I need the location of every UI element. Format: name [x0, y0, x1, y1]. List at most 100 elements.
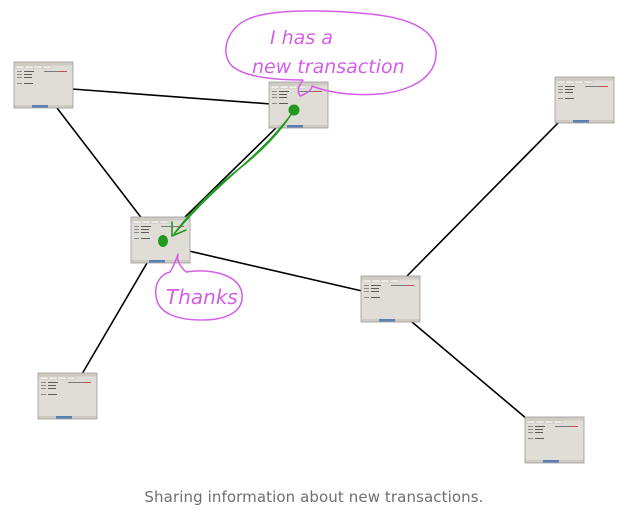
window-text-line — [528, 432, 533, 433]
window-frame — [360, 275, 421, 323]
nodes — [13, 61, 615, 464]
window-tab — [583, 80, 593, 84]
window-frame — [554, 76, 615, 124]
window-text-line — [364, 291, 369, 292]
window-text-line — [528, 426, 533, 427]
window-text-line — [48, 382, 58, 383]
receiver-dot — [158, 235, 168, 247]
window-menubar — [269, 82, 328, 86]
window-text-line — [391, 285, 413, 286]
window-text-line — [364, 285, 369, 286]
window-text-line — [141, 229, 149, 230]
window-tab — [574, 80, 584, 84]
window-status-indicator — [543, 460, 559, 463]
window-text-line — [141, 232, 149, 233]
window-menubar — [555, 77, 614, 81]
window-text-line — [272, 97, 277, 98]
node-f-window — [360, 275, 421, 323]
arrow-shaft — [173, 112, 293, 235]
window-text-line — [570, 426, 578, 427]
window-tab — [288, 85, 298, 89]
window-text-line — [68, 382, 90, 383]
window-tab — [556, 80, 566, 84]
window-text-line — [272, 94, 277, 95]
window-text-line — [17, 83, 22, 84]
window-text-line — [535, 426, 545, 427]
window-text-line — [48, 388, 56, 389]
window-frame — [13, 61, 74, 109]
window-tab — [132, 220, 142, 224]
window-text-line — [141, 226, 151, 227]
window-frame — [37, 372, 98, 420]
edge-f-g — [411, 321, 528, 420]
window-text-line — [17, 77, 22, 78]
window-status-indicator — [573, 120, 589, 123]
window-tab — [279, 85, 289, 89]
window-text-line — [24, 77, 32, 78]
window-text-line — [406, 285, 414, 286]
window-text-line — [279, 94, 287, 95]
sender-bubble-line2: new transaction — [252, 56, 405, 78]
window-tab — [362, 279, 372, 283]
figure-caption: Sharing information about new transactio… — [144, 488, 484, 506]
window-text-line — [565, 86, 575, 87]
receiver-bubble-outline — [154, 253, 243, 321]
window-text-line — [565, 92, 573, 93]
window-menubar — [38, 373, 97, 377]
node-g-window — [524, 416, 585, 464]
edge-b-d — [182, 124, 280, 220]
window-tab — [15, 65, 25, 69]
window-text-line — [299, 91, 321, 92]
node-e-window — [37, 372, 98, 420]
window-menubar — [131, 217, 190, 221]
sender-dot — [288, 104, 300, 116]
window-text-line — [59, 71, 67, 72]
sender-bubble-outline — [225, 10, 437, 97]
window-text-line — [535, 438, 544, 439]
arrow-head — [171, 221, 187, 237]
window-tab — [270, 85, 280, 89]
window-text-line — [41, 394, 46, 395]
sender-bubble-line1: I has a — [270, 27, 333, 49]
window-text-line — [272, 91, 277, 92]
window-status-indicator — [32, 105, 48, 108]
window-text-line — [364, 297, 369, 298]
window-text-line — [585, 86, 607, 87]
window-tab — [297, 85, 307, 89]
window-text-line — [555, 426, 577, 427]
window-text-line — [24, 83, 33, 84]
window-text-line — [565, 89, 573, 90]
window-text-line — [134, 226, 139, 227]
window-text-line — [41, 382, 46, 383]
window-tab — [526, 420, 536, 424]
window-text-line — [371, 297, 380, 298]
window-text-line — [24, 74, 32, 75]
window-tab — [371, 279, 381, 283]
window-tab — [544, 420, 554, 424]
window-tab — [48, 376, 58, 380]
node-c-window — [554, 76, 615, 124]
window-text-line — [48, 385, 56, 386]
transaction-arrow — [158, 104, 300, 247]
window-frame — [524, 416, 585, 464]
window-tab — [66, 376, 76, 380]
window-text-line — [17, 74, 22, 75]
edge-d-f — [188, 250, 363, 292]
window-tab — [39, 376, 49, 380]
window-text-line — [17, 71, 22, 72]
window-menubar — [14, 62, 73, 66]
window-text-line — [528, 438, 533, 439]
window-tab — [535, 420, 545, 424]
edge-c-f — [406, 120, 561, 277]
window-status-indicator — [379, 319, 395, 322]
window-tab — [33, 65, 43, 69]
window-tab — [42, 65, 52, 69]
window-text-line — [535, 432, 543, 433]
edge-d-e — [81, 262, 148, 375]
window-text-line — [134, 229, 139, 230]
window-tab — [150, 220, 160, 224]
edge-a-d — [56, 107, 144, 221]
receiver-speech-bubble: Thanks — [154, 253, 243, 321]
window-text-line — [279, 97, 287, 98]
